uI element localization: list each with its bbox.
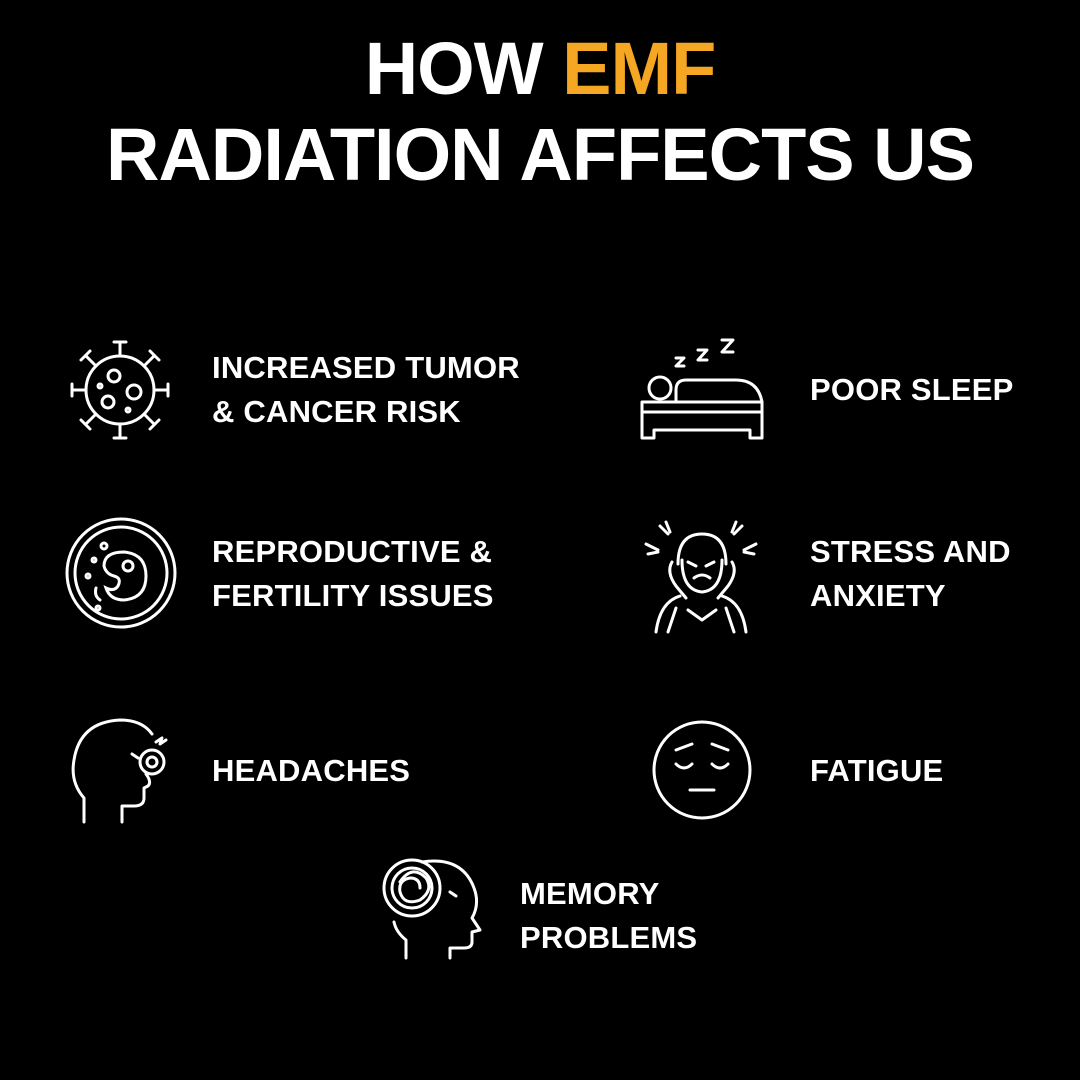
title-prefix: HOW [364, 27, 544, 110]
effect-label: INCREASED TUMOR & CANCER RISK [212, 346, 520, 434]
headache-head-icon [70, 716, 174, 826]
label-line: REPRODUCTIVE & [212, 534, 493, 569]
title-line-1: HOW EMF [0, 32, 1080, 118]
label-line: POOR SLEEP [810, 372, 1014, 407]
sleeping-bed-icon [638, 336, 766, 444]
label-line: ANXIETY [810, 578, 946, 613]
label-line: FERTILITY ISSUES [212, 578, 494, 613]
embryo-icon [64, 516, 178, 630]
effect-label: POOR SLEEP [810, 368, 1014, 412]
title-line-2: RADIATION AFFECTS US [106, 113, 975, 196]
effect-label: FATIGUE [810, 749, 943, 793]
effect-label: HEADACHES [212, 749, 410, 793]
effect-label: REPRODUCTIVE & FERTILITY ISSUES [212, 530, 494, 618]
memory-head-icon [378, 854, 488, 964]
virus-icon [66, 336, 174, 444]
label-line: INCREASED TUMOR [212, 350, 520, 385]
title-highlight: EMF [562, 27, 716, 110]
tired-face-icon [652, 720, 752, 820]
page-title: HOW EMF RADIATION AFFECTS US [0, 32, 1080, 192]
label-line: & CANCER RISK [212, 394, 461, 429]
label-line: FATIGUE [810, 753, 944, 788]
label-line: MEMORY [520, 876, 660, 911]
effect-label: STRESS AND ANXIETY [810, 530, 1011, 618]
label-line: HEADACHES [212, 753, 411, 788]
effect-label: MEMORY PROBLEMS [520, 872, 697, 960]
stressed-person-icon [642, 514, 760, 634]
label-line: STRESS AND [810, 534, 1011, 569]
label-line: PROBLEMS [520, 920, 698, 955]
